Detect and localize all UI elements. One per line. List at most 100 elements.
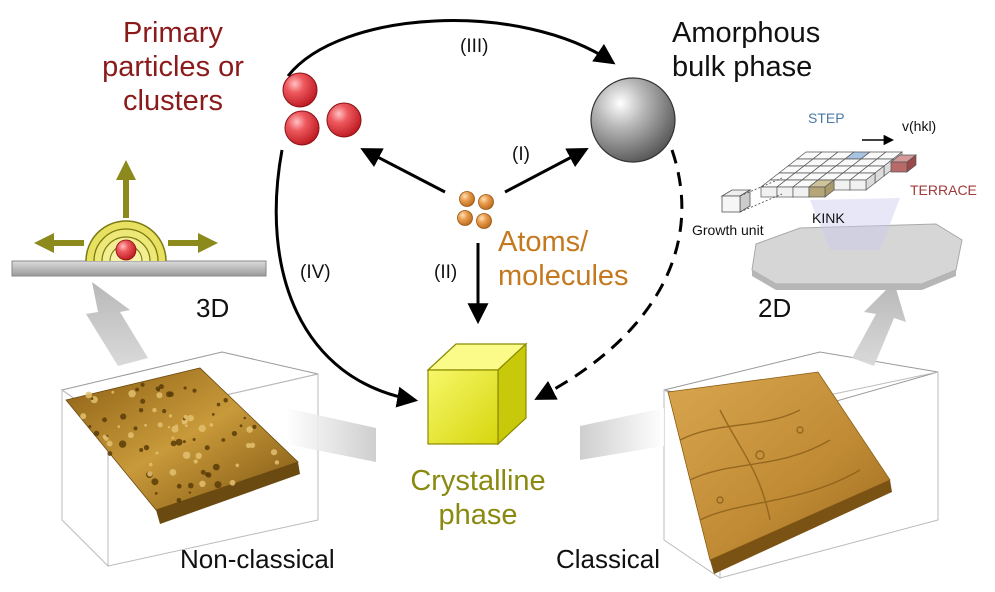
non-classical-wedge: [286, 408, 376, 462]
afm-bump: [85, 391, 93, 399]
afm-bump: [192, 438, 196, 441]
afm-surface-texture: [80, 382, 280, 503]
lattice-cube: [848, 172, 877, 191]
afm-bump: [135, 387, 140, 392]
afm-bump: [166, 391, 172, 398]
afm-bump: [214, 481, 222, 489]
afm-bump: [88, 425, 92, 428]
arrow-path-1: [504, 148, 589, 194]
afm-bump: [182, 451, 191, 459]
afm-bump: [171, 425, 179, 433]
afm-step-edges: [679, 409, 861, 521]
terrace-cube: [889, 154, 918, 173]
path-3-label: (III): [460, 36, 489, 57]
afm-bump: [193, 459, 198, 464]
classical-label: Classical: [556, 544, 661, 574]
afm-bump: [106, 440, 113, 447]
afm-bump: [133, 426, 138, 431]
amorphous-label: Amorphous bulk phase: [672, 17, 821, 84]
afm-bump: [117, 425, 121, 428]
afm-bump: [102, 417, 107, 423]
non-classical-big-arrow: [86, 282, 148, 366]
afm-bump: [229, 479, 236, 486]
afm-bump: [184, 424, 188, 427]
afm-bump: [223, 397, 228, 403]
afm-bump: [93, 430, 100, 437]
afm-bump: [151, 478, 159, 486]
afm-bump: [138, 408, 144, 413]
atoms-cluster-icon: [457, 191, 494, 229]
afm-bump: [176, 483, 182, 489]
path-1-label: (I): [512, 144, 530, 165]
afm-bump: [156, 392, 163, 399]
afm-bump: [239, 424, 243, 428]
non-classical-afm-image: [60, 351, 319, 568]
afm-bump: [149, 462, 153, 467]
afm-bump: [157, 422, 163, 428]
afm-bump: [144, 423, 148, 427]
non-classical-label: Non-classical: [180, 544, 335, 574]
afm-bump: [188, 482, 194, 489]
pathway-arrows: [274, 19, 684, 408]
afm-bump: [162, 409, 167, 414]
afm-bump: [155, 451, 159, 455]
growth-direction-arrows: [34, 160, 218, 253]
afm-bump: [182, 440, 186, 444]
afm-bump: [147, 471, 153, 477]
afm-bump: [169, 469, 177, 476]
afm-bump: [139, 448, 144, 452]
afm-bump: [274, 460, 280, 465]
crystalline-label: Crystalline phase: [410, 465, 546, 532]
afm-bump: [199, 480, 206, 487]
afm-bump: [270, 449, 278, 456]
afm-bump: [107, 451, 113, 456]
afm-bump: [249, 442, 256, 448]
afm-bump: [168, 414, 173, 418]
afm-bump: [200, 469, 206, 475]
afm-bump: [212, 463, 220, 471]
afm-bump: [140, 382, 145, 387]
terrace-label: TERRACE: [910, 182, 977, 198]
path-4-label: (IV): [300, 262, 331, 283]
classical-big-arrow: [852, 282, 906, 366]
afm-bump: [204, 445, 210, 451]
afm-bump: [221, 438, 226, 442]
afm-bump: [111, 390, 115, 394]
crystal-lattice-grid: [759, 151, 918, 198]
afm-bump: [211, 413, 215, 416]
afm-bump: [171, 436, 175, 440]
afm-bump: [187, 414, 194, 422]
afm-bump: [183, 386, 187, 390]
arrow-path-4: [274, 149, 419, 408]
afm-bump: [243, 416, 247, 420]
arrow-amorphous-to-crystalline: [534, 149, 684, 400]
afm-bump: [216, 402, 221, 407]
amorphous-sphere-icon: [590, 77, 676, 163]
afm-bump: [252, 424, 257, 429]
afm-bump: [154, 492, 158, 495]
crystal-cube-icon: [426, 342, 528, 446]
3d-growth-inset: [11, 160, 267, 277]
afm-bump: [198, 424, 206, 432]
atoms-molecules-label: Atoms/ molecules: [498, 226, 629, 293]
afm-bump: [140, 398, 146, 404]
afm-bump: [143, 444, 150, 451]
afm-bump: [102, 434, 107, 439]
afm-bump: [231, 430, 237, 437]
afm-bump: [128, 390, 136, 398]
primary-particles-label: Primary particles or clusters: [102, 17, 244, 118]
primary-particles-icon: [282, 72, 362, 146]
kink-label: KINK: [812, 210, 845, 226]
afm-bump: [188, 491, 192, 494]
afm-bump: [120, 413, 127, 420]
classical-afm-image: [663, 351, 939, 579]
afm-bump: [90, 397, 94, 400]
arrow-atoms-to-particles: [360, 148, 446, 194]
afm-bump: [209, 423, 214, 427]
afm-bump: [245, 442, 252, 449]
afm-bump: [175, 438, 183, 446]
afm-bump: [204, 472, 210, 477]
2d-label: 2D: [758, 293, 792, 323]
